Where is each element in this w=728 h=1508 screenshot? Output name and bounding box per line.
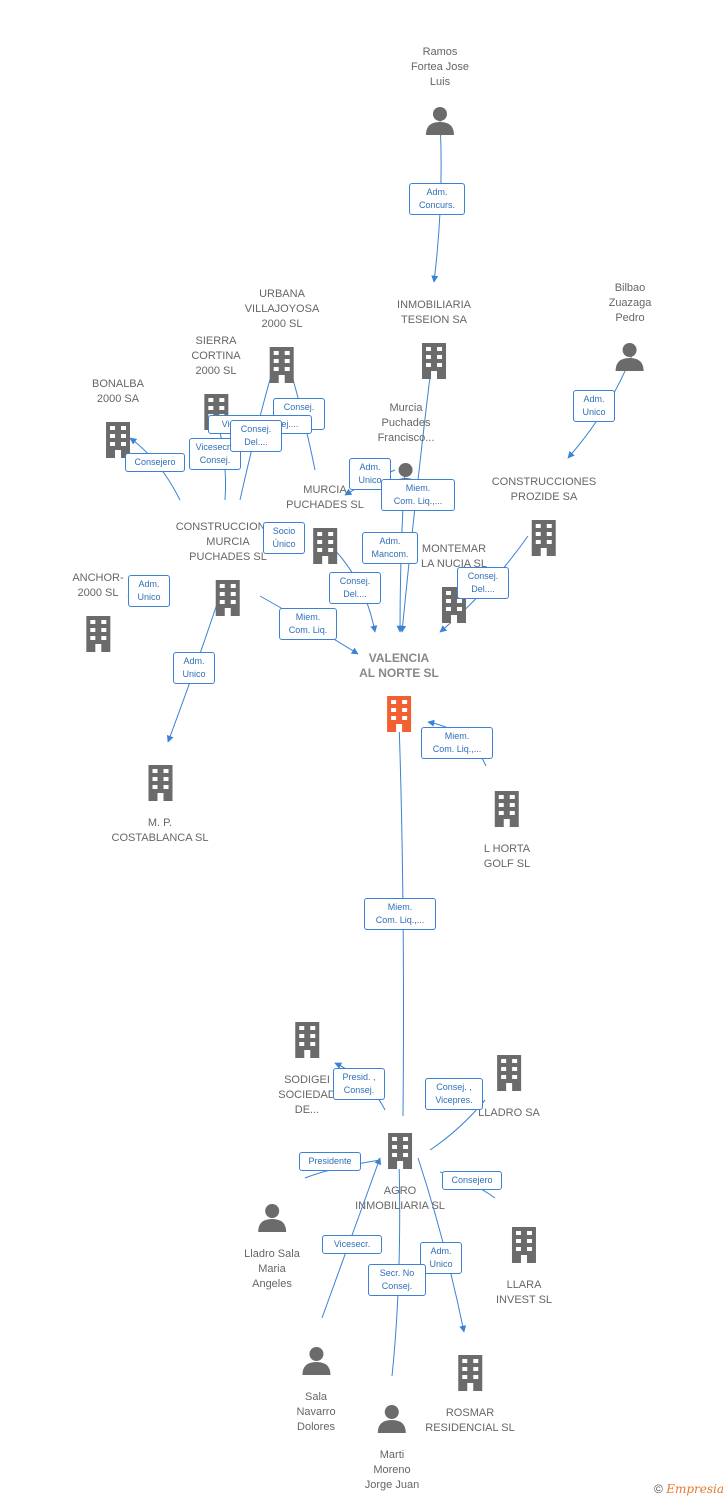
building-icon xyxy=(215,580,240,616)
person-icon xyxy=(378,1405,406,1433)
building-icon xyxy=(312,528,337,564)
person-icon xyxy=(616,343,644,371)
relation-tag[interactable]: Consej. Del.... xyxy=(230,420,282,452)
relation-tag[interactable]: Adm. Unico xyxy=(173,652,215,684)
relation-tag[interactable]: Presidente xyxy=(299,1152,361,1171)
building-icon xyxy=(497,1055,521,1091)
relation-tag[interactable]: Consejero xyxy=(125,453,185,472)
building-icon xyxy=(441,587,466,623)
relation-tag[interactable]: Adm. Unico xyxy=(128,575,170,607)
building-icon xyxy=(495,791,519,827)
relation-tag[interactable]: Adm. Mancom. xyxy=(362,532,418,564)
building-icon xyxy=(422,343,446,379)
building-icon xyxy=(106,422,130,458)
building-icon xyxy=(388,1133,412,1169)
relation-tag[interactable]: Consej. Del.... xyxy=(329,572,381,604)
relation-tag[interactable]: Adm. Unico xyxy=(573,390,615,422)
relation-tag[interactable]: Secr. No Consej. xyxy=(368,1264,426,1296)
relation-tag[interactable]: Consejero xyxy=(442,1171,502,1190)
node-ramos[interactable]: Ramos Fortea Jose Luis xyxy=(411,30,469,150)
node-agro-inmobiliaria[interactable]: AGRO INMOBILIARIA SL xyxy=(355,1118,445,1229)
relation-tag[interactable]: Miem. Com. Liq. xyxy=(279,608,337,640)
node-marti-moreno[interactable]: Marti Moreno Jorge Juan xyxy=(365,1388,419,1508)
node-valencia-al-norte[interactable]: VALENCIA AL NORTE SL xyxy=(359,636,439,747)
node-lladro[interactable]: LLADRO SA xyxy=(478,1040,540,1136)
node-lladro-sala[interactable]: Lladro Sala Maria Angeles xyxy=(244,1187,300,1307)
building-icon xyxy=(270,347,294,383)
person-icon xyxy=(258,1204,286,1232)
relation-tag[interactable]: Miem. Com. Liq.,... xyxy=(364,898,436,930)
node-teseion[interactable]: INMOBILIARIA TESEION SA xyxy=(397,283,471,394)
person-icon xyxy=(426,107,454,135)
node-lhorta-golf[interactable]: L HORTA GOLF SL xyxy=(484,776,530,887)
node-rosmar[interactable]: ROSMAR RESIDENCIAL SL xyxy=(425,1340,515,1451)
relation-tag[interactable]: Miem. Com. Liq.,... xyxy=(421,727,493,759)
node-prozide[interactable]: CONSTRUCCIONES PROZIDE SA xyxy=(492,460,596,571)
relation-tag[interactable]: Presid. , Consej. xyxy=(333,1068,385,1100)
main-building-icon xyxy=(387,696,411,732)
building-icon xyxy=(531,520,556,556)
relation-tag[interactable]: Adm. Unico xyxy=(349,458,391,490)
relation-tag[interactable]: Consej. Del.... xyxy=(457,567,509,599)
building-icon xyxy=(148,765,172,801)
brand-logo: Empresia xyxy=(666,1482,724,1496)
copyright-symbol: © xyxy=(654,1482,663,1496)
node-llara-invest[interactable]: LLARA INVEST SL xyxy=(496,1212,552,1323)
relation-tag[interactable]: Adm. Concurs. xyxy=(409,183,465,215)
relation-tag[interactable]: Vicesecr. xyxy=(322,1235,382,1254)
node-sodigei[interactable]: SODIGEI SOCIEDAD DE... xyxy=(278,1007,336,1133)
relation-tag[interactable]: Adm. Unico xyxy=(420,1242,462,1274)
relation-tag[interactable]: Miem. Com. Liq.,... xyxy=(381,479,455,511)
building-icon xyxy=(295,1022,319,1058)
node-bilbao[interactable]: Bilbao Zuazaga Pedro xyxy=(609,266,651,386)
node-anchor[interactable]: ANCHOR- 2000 SL xyxy=(72,556,124,667)
building-icon xyxy=(86,616,110,652)
node-constru-murcia-puchades[interactable]: CONSTRUCCIONES MURCIA PUCHADES SL xyxy=(176,505,280,631)
relation-tag[interactable]: Socio Único xyxy=(263,522,305,554)
person-icon xyxy=(302,1347,330,1375)
building-icon xyxy=(458,1355,482,1391)
node-urbana[interactable]: URBANA VILLAJOYOSA 2000 SL xyxy=(245,272,319,398)
node-bonalba[interactable]: BONALBA 2000 SA xyxy=(92,362,144,473)
node-mp-costablanca[interactable]: M. P. COSTABLANCA SL xyxy=(112,750,209,861)
footer-credit: © Empresia xyxy=(654,1482,724,1496)
relation-tag[interactable]: Consej. , Vicepres. xyxy=(425,1078,483,1110)
node-sala-navarro[interactable]: Sala Navarro Dolores xyxy=(296,1330,336,1450)
node-murcia-puchades[interactable]: MURCIA PUCHADES SL xyxy=(286,468,364,579)
building-icon xyxy=(511,1227,536,1263)
